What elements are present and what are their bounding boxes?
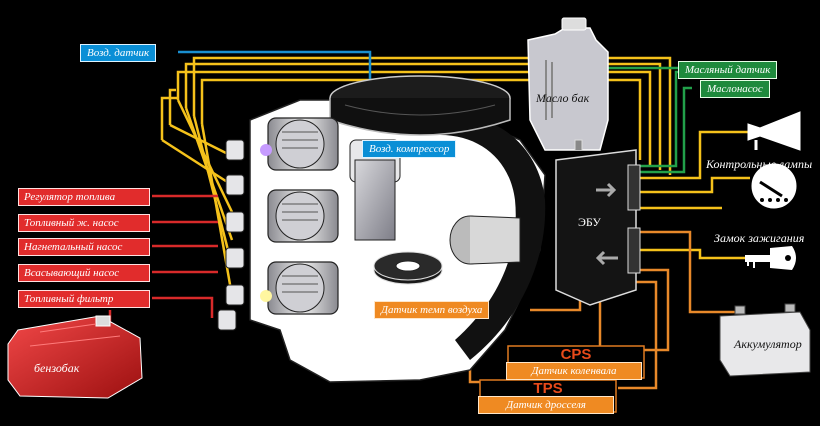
battery-icon <box>719 303 811 377</box>
red-wiring <box>108 194 218 330</box>
high-pressure-pump-label: Топливный ж. насос <box>18 214 150 232</box>
warning-lamps-label: Контрольные лампы <box>706 157 813 171</box>
battery-label: Аккумулятор <box>734 337 802 351</box>
fuel-injectors <box>217 139 245 331</box>
air-sensor-label: Возд. датчик <box>80 44 157 62</box>
yellow-wiring <box>160 56 750 297</box>
tps-code: TPS <box>533 380 563 397</box>
tps-name-label: Датчик дросселя <box>478 396 614 414</box>
ecu-box <box>555 139 641 306</box>
key-icon <box>745 246 796 270</box>
horn-icon <box>747 111 801 151</box>
booster-pump-label: Нагнетальный насос <box>18 238 150 256</box>
fuel-filter-label: Топливный фильтр <box>18 290 150 308</box>
oil-sensor-label: Масляный датчик <box>678 61 778 79</box>
air-temp-sensor-label: Датчик темп воздуха <box>374 301 490 319</box>
engine-block <box>249 75 546 383</box>
ignition-lock-label: Замок зажигания <box>714 231 805 245</box>
ecu-label: ЭБУ <box>578 215 601 229</box>
cps-name-label: Датчик коленвала <box>506 362 642 380</box>
fuel-tank-label: бензобак <box>34 361 80 375</box>
oil-tank-label: Масло бак <box>536 91 590 105</box>
gauge-icon <box>751 163 797 209</box>
fuel-regulator-label: Регулятор топлива <box>18 188 150 206</box>
fuel-tank-icon <box>7 315 143 399</box>
oil-pump-label: Маслонасос <box>700 80 770 98</box>
suction-pump-label: Всасывающий насос <box>18 264 150 282</box>
air-compressor-label: Возд. компрессор <box>362 140 457 158</box>
oil-tank <box>527 17 609 151</box>
cps-code: CPS <box>560 346 592 363</box>
